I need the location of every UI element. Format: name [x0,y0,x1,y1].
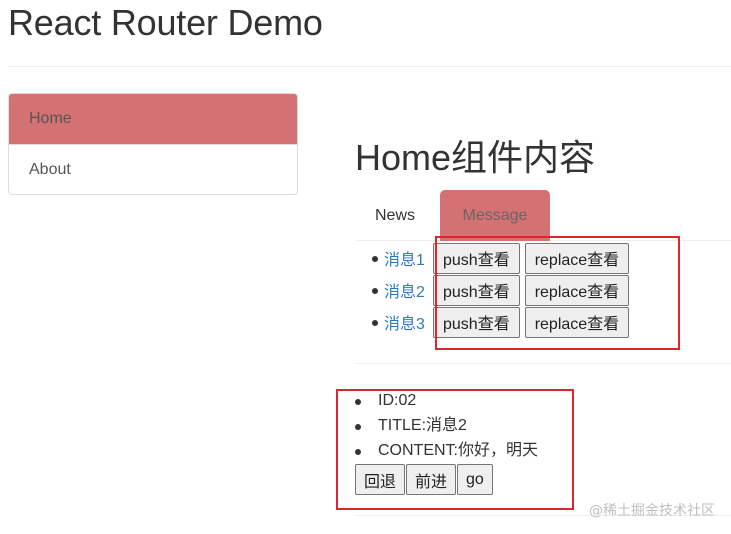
replace-view-button-1[interactable]: replace查看 [524,242,630,274]
message-link-1[interactable]: 消息1 [384,252,425,269]
watermark: @稀土掘金技术社区 [589,503,715,519]
push-view-button-1[interactable]: push查看 [433,242,520,274]
back-button[interactable]: 回退 [355,464,406,495]
replace-view-button-2[interactable]: replace查看 [524,274,630,306]
message-detail: ID:02 TITLE:消息2 CONTENT:你好，明天 回退 前进 go [355,390,575,495]
forward-button[interactable]: 前进 [406,464,457,495]
page-header: React Router Demo [8,0,731,67]
sidebar-nav: Home About [8,93,298,195]
list-item: 消息2 push查看 replace查看 [371,274,634,306]
detail-content: CONTENT:你好，明天 [355,440,575,465]
push-view-button-3[interactable]: push查看 [433,306,520,338]
page-title: React Router Demo [8,2,323,43]
detail-title: TITLE:消息2 [355,415,575,440]
tab-news[interactable]: News [375,207,416,224]
push-view-button-2[interactable]: push查看 [433,274,520,306]
go-button[interactable]: go [457,464,493,495]
detail-id: ID:02 [355,390,575,415]
sidebar-item-home[interactable]: Home [9,94,297,144]
replace-view-button-3[interactable]: replace查看 [524,306,630,338]
home-tabs: News Message [355,190,731,241]
divider [355,515,731,516]
list-item: 消息1 push查看 replace查看 [371,242,634,274]
tab-message[interactable]: Message [440,190,550,241]
home-title: Home组件内容 [355,137,596,178]
history-buttons: 回退 前进 go [355,464,494,495]
message-link-3[interactable]: 消息3 [384,316,425,333]
message-link-2[interactable]: 消息2 [384,284,425,301]
sidebar-item-about[interactable]: About [9,144,297,194]
message-list: 消息1 push查看 replace查看 消息2 push查看 replace查… [355,241,731,364]
list-item: 消息3 push查看 replace查看 [371,306,634,338]
home-content: Home组件内容 News Message 消息1 push查看 replace… [355,130,731,364]
